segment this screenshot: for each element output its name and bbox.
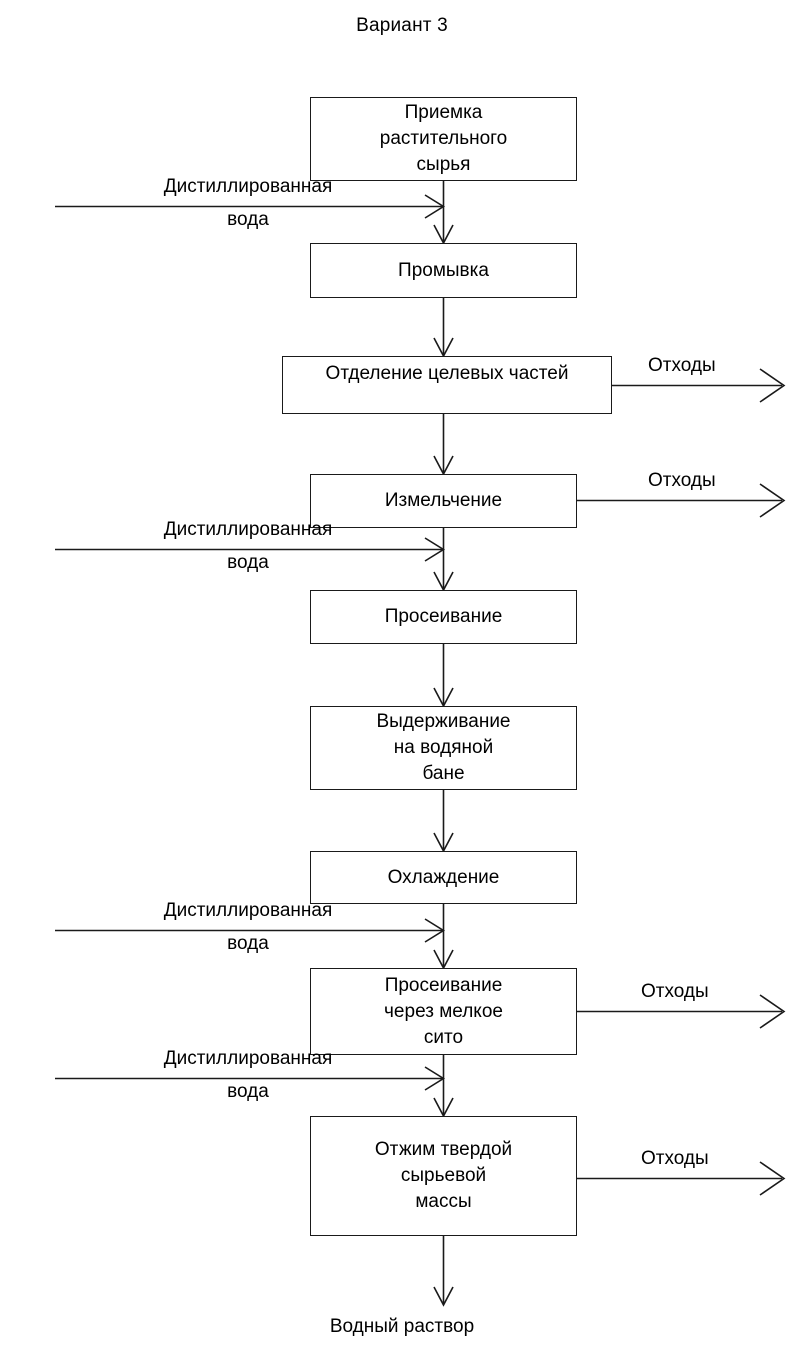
input-label-line: вода	[227, 552, 269, 573]
terminal-label-output: Водный раствор	[329, 1316, 475, 1337]
node-label-line: сырьевой	[400, 1165, 487, 1186]
node-label-line: Просеивание	[384, 606, 503, 627]
input-label-line: вода	[227, 209, 269, 230]
input-label-line: вода	[227, 1081, 269, 1102]
input-label-water-4: Дистиллированная	[53, 1046, 443, 1072]
input-label-line: Дистиллированная	[163, 519, 333, 540]
process-node-izmelchenie[interactable]: Измельчение	[310, 474, 577, 528]
process-node-otdelenie[interactable]: Отделение целевых частей	[282, 356, 612, 414]
node-label-line: Охлаждение	[387, 866, 500, 888]
output-label-waste-4: Отходы	[641, 1148, 709, 1169]
arrowhead-right-input-4	[424, 1066, 446, 1091]
process-node-proseivanie[interactable]: Просеивание	[310, 590, 577, 644]
arrowhead-right-output-2	[759, 483, 786, 518]
input-label-water-1-line2: вода	[53, 207, 443, 233]
arrowhead-down-terminal	[433, 1286, 454, 1307]
process-node-otzhim[interactable]: Отжим твердой сырьевой массы	[310, 1116, 577, 1236]
node-label-line: массы	[415, 1191, 472, 1212]
input-label-water-2-line2: вода	[53, 550, 443, 576]
node-label-line: Промывка	[398, 259, 489, 281]
process-node-vyderzhivanie[interactable]: Выдерживание на водяной бане	[310, 706, 577, 790]
page-title: Вариант 3	[356, 15, 448, 36]
node-label-line: бане	[422, 763, 465, 784]
arrowhead-right-input-3	[424, 918, 446, 943]
node-label-line: Просеивание	[384, 974, 503, 996]
output-label-waste-1: Отходы	[648, 355, 716, 376]
input-label-line: вода	[227, 933, 269, 954]
input-label-line: Дистиллированная	[163, 900, 333, 921]
output-label-waste-3: Отходы	[641, 981, 709, 1002]
node-label-line: Приемка	[404, 102, 483, 123]
arrowhead-right-input-1	[424, 194, 446, 219]
node-label-line: сырья	[416, 154, 471, 175]
input-label-line: Дистиллированная	[163, 1048, 333, 1069]
input-label-line: Дистиллированная	[163, 176, 333, 197]
input-label-water-4-line2: вода	[53, 1079, 443, 1105]
node-label-line: на водяной	[393, 737, 494, 758]
node-label-line: Выдерживание	[376, 711, 511, 732]
process-node-promyvka[interactable]: Промывка	[310, 243, 577, 298]
input-label-water-2: Дистиллированная	[53, 517, 443, 543]
arrowhead-right-input-2	[424, 537, 446, 562]
node-label-line: через мелкое	[384, 1000, 503, 1022]
process-node-proseivanie-sito[interactable]: Просеивание через мелкое сито	[310, 968, 577, 1055]
input-label-water-3-line2: вода	[53, 931, 443, 957]
node-label-line: Измельчение	[384, 490, 503, 511]
process-node-priemka[interactable]: Приемка растительного сырья	[310, 97, 577, 181]
node-label-line: Отжим твердой	[374, 1139, 513, 1160]
node-label-line: сито	[423, 1026, 464, 1048]
node-label-line: Отделение целевых частей	[325, 363, 569, 384]
arrowhead-right-output-1	[759, 368, 786, 403]
process-node-ohlazhdenie[interactable]: Охлаждение	[310, 851, 577, 904]
output-label-waste-2: Отходы	[648, 470, 716, 491]
node-label-line: растительного	[379, 128, 508, 149]
input-label-water-3: Дистиллированная	[53, 898, 443, 924]
arrowhead-right-output-3	[759, 994, 786, 1029]
input-label-water-1: Дистиллированная	[53, 174, 443, 200]
arrowhead-right-output-4	[759, 1161, 786, 1196]
